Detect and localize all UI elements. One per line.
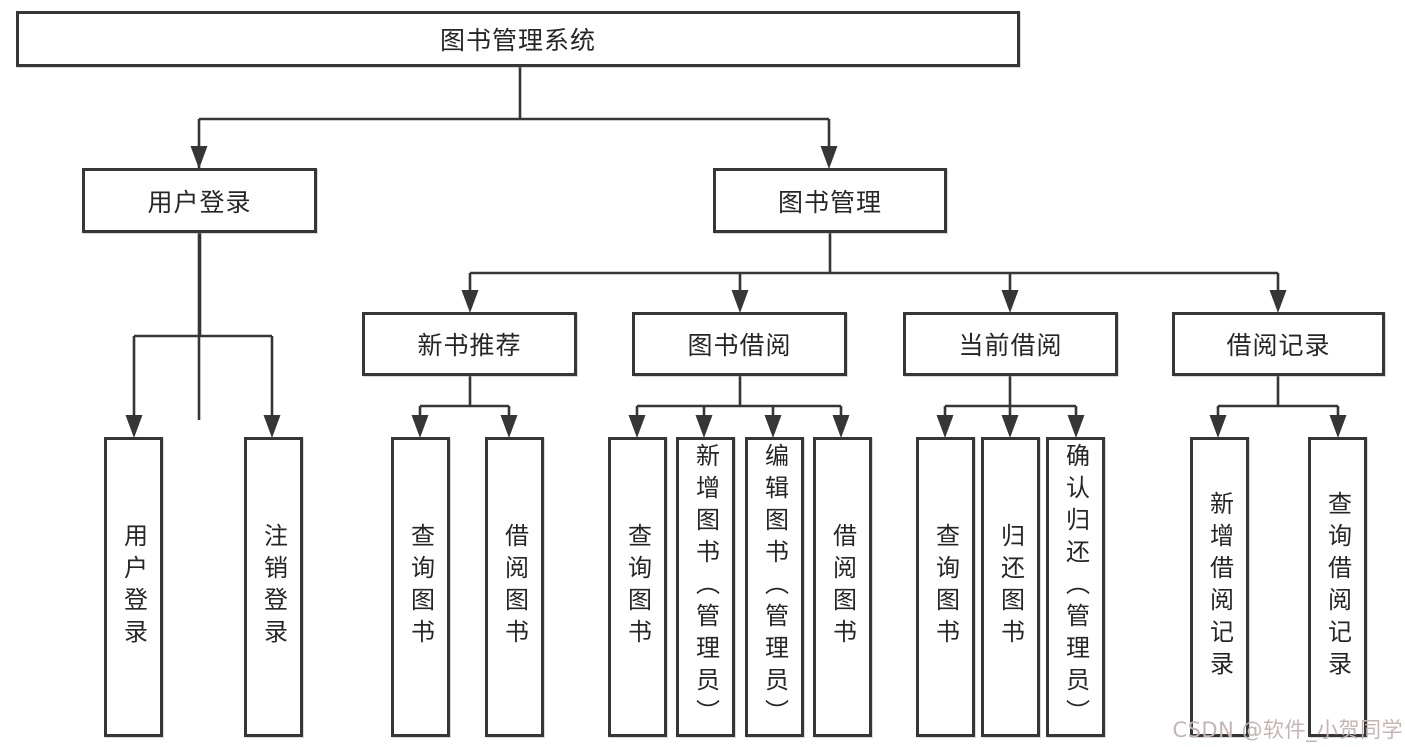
leaf-user-login: 用户登录 [104, 437, 163, 737]
node-book-borrowing: 图书借阅 [632, 312, 847, 376]
leaf-rec-query-books: 查询图书 [391, 437, 450, 737]
node-current-borrowing: 当前借阅 [903, 312, 1118, 376]
connector-segments [132, 67, 1340, 421]
leaf-logout-label: 注销登录 [259, 523, 288, 651]
leaf-br-add-record: 新增借阅记录 [1190, 437, 1249, 737]
leaf-bb-edit-books-admin: 编辑图书（管理员） [745, 437, 804, 737]
leaf-bb-borrow-books: 借阅图书 [813, 437, 872, 737]
node-book-management-system: 图书管理系统 [16, 11, 1020, 67]
leaf-br-query-record: 查询借阅记录 [1308, 437, 1367, 737]
leaf-bb-add-books-admin: 新增图书（管理员） [676, 437, 735, 737]
leaf-user-login-label: 用户登录 [119, 523, 148, 651]
leaf-bb-query-books-label: 查询图书 [623, 523, 652, 651]
leaf-cb-confirm-return-admin: 确认归还（管理员） [1046, 437, 1105, 737]
leaf-bb-add-books-admin-label: 新增图书（管理员） [691, 443, 720, 731]
leaf-rec-borrow-books-label: 借阅图书 [500, 523, 529, 651]
csdn-watermark: CSDN @软件_小贺同学 [1172, 718, 1403, 742]
arrowheads [125, 146, 1347, 438]
leaf-bb-edit-books-admin-label: 编辑图书（管理员） [760, 443, 789, 731]
leaf-cb-return-books: 归还图书 [981, 437, 1040, 737]
leaf-bb-borrow-books-label: 借阅图书 [828, 523, 857, 651]
leaf-cb-query-books-label: 查询图书 [931, 523, 960, 651]
node-book-management: 图书管理 [713, 168, 947, 233]
leaf-cb-query-books: 查询图书 [916, 437, 975, 737]
leaf-cb-return-books-label: 归还图书 [996, 523, 1025, 651]
node-new-book-recommend: 新书推荐 [362, 312, 577, 376]
leaf-rec-query-books-label: 查询图书 [406, 523, 435, 651]
node-user-login: 用户登录 [82, 168, 317, 233]
leaf-rec-borrow-books: 借阅图书 [485, 437, 544, 737]
leaf-logout: 注销登录 [244, 437, 303, 737]
leaf-cb-confirm-return-admin-label: 确认归还（管理员） [1061, 443, 1090, 731]
leaf-bb-query-books: 查询图书 [608, 437, 667, 737]
leaf-br-add-record-label: 新增借阅记录 [1205, 491, 1234, 683]
leaf-br-query-record-label: 查询借阅记录 [1323, 491, 1352, 683]
node-borrow-records: 借阅记录 [1172, 312, 1385, 376]
